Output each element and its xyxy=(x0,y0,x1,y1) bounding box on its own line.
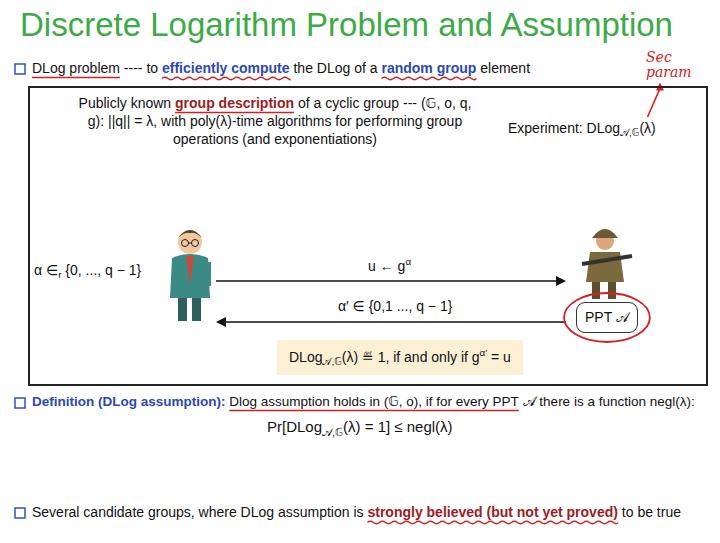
text-run: 𝒜,𝔾 xyxy=(322,356,341,367)
text-run: α xyxy=(405,256,411,267)
text-run: α′ xyxy=(480,347,488,358)
challenger-tie xyxy=(186,256,194,285)
text-line: Several candidate groups, where DLog ass… xyxy=(32,504,681,522)
text-run: group description xyxy=(175,95,294,111)
arrow-head xyxy=(556,276,566,286)
challenger-glasses xyxy=(192,240,199,247)
group-description: Publicly knowngroup descriptionof a cycl… xyxy=(70,94,480,149)
red-wavy-underline xyxy=(367,521,617,524)
text-run: 𝒜,𝔾 xyxy=(620,127,639,138)
text-run: u ← xyxy=(368,258,394,274)
text-run: element xyxy=(480,60,530,76)
text-line: Experiment:DLog𝒜,𝔾(λ) xyxy=(508,120,656,140)
text-run: {0, ..., q − 1} xyxy=(65,262,141,278)
arrow-head xyxy=(216,317,226,327)
text-run: (λ) ≝ 1, if and only if xyxy=(342,349,468,365)
challenger-body xyxy=(170,254,210,298)
text-run: (λ) = 1] ≤ negl(λ) xyxy=(343,418,453,435)
red-underline xyxy=(175,112,294,114)
text-run: α′ ∈ {0,1 ..., q − 1} xyxy=(338,298,452,314)
text-run: Definition (DLog assumption): xyxy=(32,394,225,409)
text-run: g xyxy=(472,349,480,365)
text-run: there is a function negl(λ): xyxy=(539,394,694,409)
text-line: α ∈r {0, ..., q − 1} xyxy=(34,262,141,282)
challenger-glasses xyxy=(189,243,192,244)
text-run: Publicly known xyxy=(79,95,172,111)
bullet-square xyxy=(15,64,25,74)
red-underline xyxy=(32,77,120,79)
red-wavy-underline xyxy=(162,77,290,80)
red-wavy-underline xyxy=(381,77,476,80)
text-run: Experiment: xyxy=(508,120,583,136)
text-run: Several candidate groups, where DLog ass… xyxy=(32,504,364,520)
text-run: ---- to xyxy=(124,60,158,76)
attacker-leg xyxy=(608,280,616,299)
handwritten-note: Sec param xyxy=(646,50,712,79)
red-underline xyxy=(229,410,519,412)
text-run: DLog xyxy=(587,120,620,136)
text-run: efficiently compute xyxy=(162,60,290,76)
red-circle xyxy=(564,293,650,342)
text-run: strongly believed (but not yet proved) xyxy=(367,504,617,520)
text-run: PPT 𝒜 xyxy=(585,309,629,325)
text-run: Dlog assumption holds in (𝔾, o), if for … xyxy=(229,394,519,409)
challenger-arm xyxy=(205,262,211,286)
attacker-leg xyxy=(592,280,600,299)
text-run: DLog problem xyxy=(32,60,120,76)
attacker-helmet xyxy=(592,229,618,238)
text-line: u ←gα xyxy=(368,256,411,275)
result-box: DLog𝒜,𝔾(λ) ≝ 1, if and only ifgα′= u xyxy=(277,340,523,375)
attacker-gun xyxy=(582,256,632,264)
text-run: (λ) xyxy=(639,120,655,136)
red-arrow xyxy=(648,88,660,117)
text-run: = u xyxy=(491,349,511,365)
adversary-box: PPT 𝒜 xyxy=(576,302,638,333)
text-run: to be true xyxy=(622,504,681,520)
challenger-leg xyxy=(178,295,187,321)
challenger-glasses xyxy=(182,240,189,247)
text-run: random group xyxy=(381,60,476,76)
text-run: the DLog of a xyxy=(293,60,377,76)
text-line: DLog problem---- toefficiently computeth… xyxy=(32,60,530,78)
message-arrow xyxy=(224,321,566,323)
bullet-square xyxy=(15,508,25,518)
bullet-square xyxy=(15,398,25,408)
challenger-leg xyxy=(192,295,201,321)
text-run: 𝒜 xyxy=(523,394,536,409)
message-arrow xyxy=(216,280,558,282)
text-line: α′ ∈ {0,1 ..., q − 1} xyxy=(338,298,452,316)
challenger-head xyxy=(178,230,202,254)
text-run: Pr[DLog xyxy=(267,418,322,435)
challenger-hair xyxy=(178,230,202,238)
text-run: g xyxy=(398,258,406,274)
text-run: 𝒜,𝔾 xyxy=(322,426,343,438)
text-run: r xyxy=(58,269,61,280)
slide-title: Discrete Logarithm Problem and Assumptio… xyxy=(20,6,673,44)
text-line: Definition (DLog assumption): Dlog assump… xyxy=(32,394,695,411)
text-run: α ∈ xyxy=(34,262,58,278)
text-run: DLog xyxy=(289,349,322,365)
text-line: Pr[DLog𝒜,𝔾(λ) = 1] ≤ negl(λ) xyxy=(267,418,453,439)
